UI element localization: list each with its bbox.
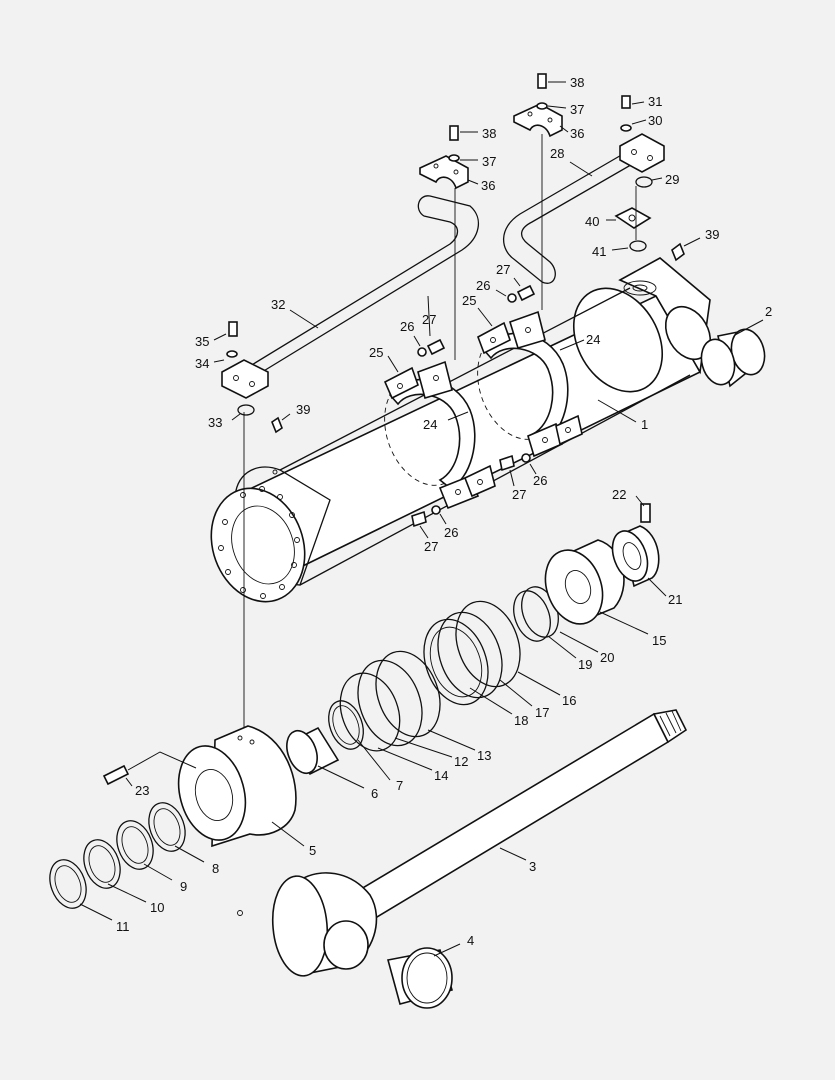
piston-15	[544, 539, 625, 625]
clamp-bands	[383, 310, 583, 510]
label-4: 4	[467, 933, 474, 948]
label-3: 3	[529, 859, 536, 874]
nut-21	[611, 525, 660, 588]
label-11: 11	[116, 919, 130, 934]
label-18: 18	[514, 713, 528, 728]
label-33: 33	[208, 415, 222, 430]
screw-22	[640, 503, 651, 523]
part-labels: 1 2 3 4 5 6 7 8 9 10 11 12 13 14 15 16 1…	[116, 75, 772, 948]
bushing-2	[700, 328, 766, 388]
label-29: 29	[665, 172, 679, 187]
seals-8-11	[49, 802, 186, 909]
label-26a: 26	[400, 319, 414, 334]
label-10: 10	[150, 900, 164, 915]
label-27c: 27	[512, 487, 526, 502]
screw-23	[102, 764, 130, 786]
label-27a: 27	[422, 312, 436, 327]
ring-7	[328, 700, 364, 750]
bushing-6	[286, 726, 340, 776]
label-14: 14	[434, 768, 448, 783]
cylinder-head-5	[177, 725, 297, 848]
label-26b: 26	[476, 278, 490, 293]
label-38a: 38	[482, 126, 496, 141]
label-26d: 26	[444, 525, 458, 540]
label-24a: 24	[423, 417, 437, 432]
flange-bolt-holes	[218, 486, 300, 599]
label-20: 20	[600, 650, 614, 665]
label-38b: 38	[570, 75, 584, 90]
pipe-32	[249, 195, 480, 373]
label-36a: 36	[481, 178, 495, 193]
label-2: 2	[765, 304, 772, 319]
label-8: 8	[212, 861, 219, 876]
bushing-4	[387, 947, 454, 1009]
pipe-28	[503, 149, 637, 284]
center-lines	[243, 134, 637, 748]
label-17: 17	[535, 705, 549, 720]
label-36b: 36	[570, 126, 584, 141]
label-27d: 27	[424, 539, 438, 554]
bolts-top	[226, 73, 685, 434]
clamp-bolts	[411, 284, 536, 528]
seals-16-18	[423, 600, 521, 706]
pipe-flange-30	[619, 133, 665, 173]
label-16: 16	[562, 693, 576, 708]
label-35: 35	[195, 334, 209, 349]
label-26c: 26	[533, 473, 547, 488]
label-9: 9	[180, 879, 187, 894]
label-22: 22	[612, 487, 626, 502]
clamp-block-36a	[419, 155, 469, 190]
label-5: 5	[309, 843, 316, 858]
leader-lines	[79, 81, 764, 957]
label-27b: 27	[496, 262, 510, 277]
label-34: 34	[195, 356, 209, 371]
label-6: 6	[371, 786, 378, 801]
seals-12-14	[339, 650, 441, 752]
label-15: 15	[652, 633, 666, 648]
label-19: 19	[578, 657, 592, 672]
label-31: 31	[648, 94, 662, 109]
label-39a: 39	[296, 402, 310, 417]
label-32: 32	[271, 297, 285, 312]
label-39b: 39	[705, 227, 719, 242]
label-13: 13	[477, 748, 491, 763]
label-30: 30	[648, 113, 662, 128]
label-23: 23	[135, 783, 149, 798]
label-28: 28	[550, 146, 564, 161]
label-21: 21	[668, 592, 682, 607]
label-40: 40	[585, 214, 599, 229]
label-25a: 25	[369, 345, 383, 360]
clamp-block-36b	[513, 103, 563, 138]
label-7: 7	[396, 778, 403, 793]
label-12: 12	[454, 754, 468, 769]
label-41: 41	[592, 244, 606, 259]
piston-rod-3	[237, 709, 688, 977]
label-37a: 37	[482, 154, 496, 169]
pipe-flange-34	[221, 359, 269, 399]
label-37b: 37	[570, 102, 584, 117]
label-24b: 24	[586, 332, 600, 347]
label-1: 1	[641, 417, 648, 432]
plate-40	[614, 207, 652, 229]
label-25b: 25	[462, 293, 476, 308]
